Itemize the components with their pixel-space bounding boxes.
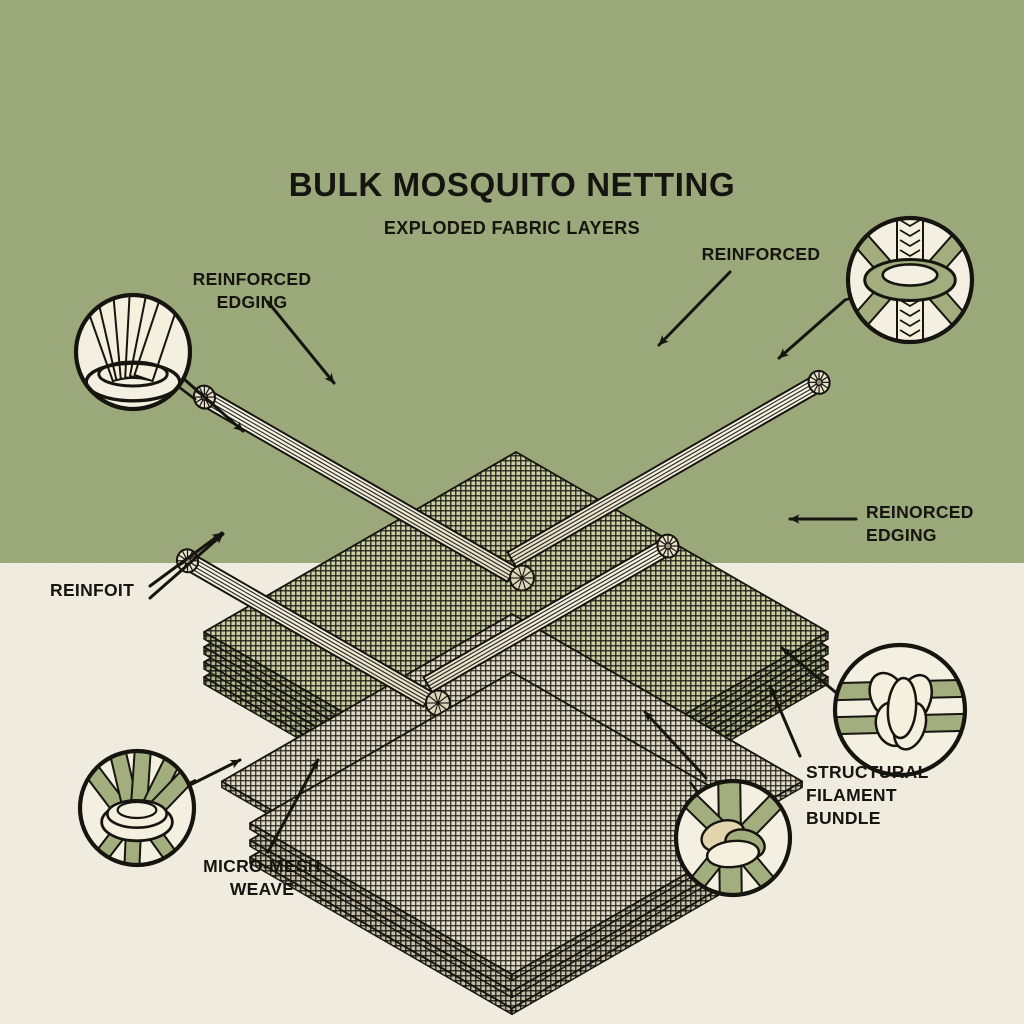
exploded-netting-diagram: BULK MOSQUITO NETTING EXPLODED FABRIC LA…: [0, 0, 1024, 1024]
paper-grain-overlay: [0, 0, 1024, 1024]
illustration-canvas: BULK MOSQUITO NETTING EXPLODED FABRIC LA…: [0, 0, 1024, 1024]
